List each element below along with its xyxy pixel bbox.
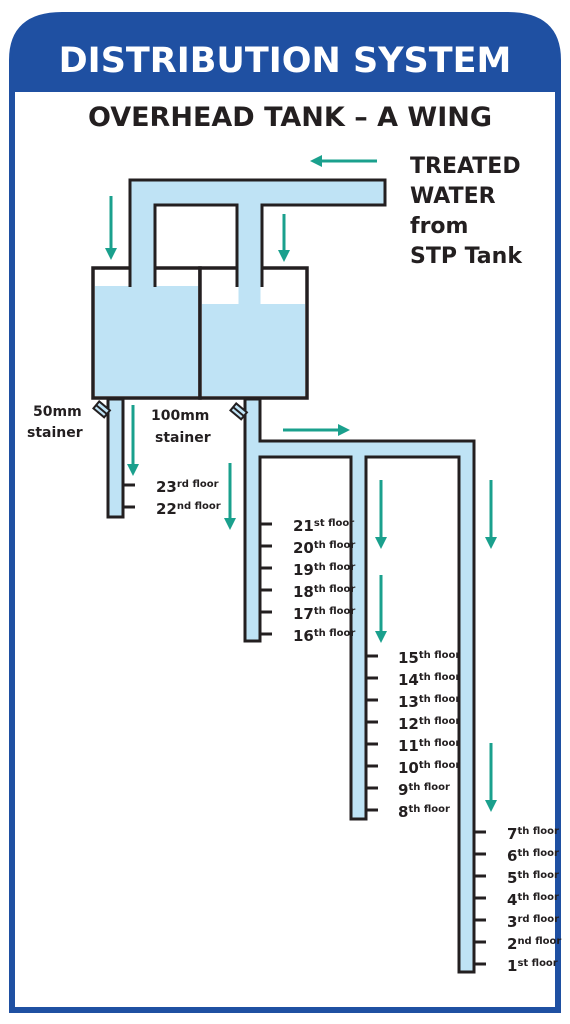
- floor-label: 23rd floor: [156, 478, 219, 496]
- floor-label: 14th floor: [398, 671, 460, 689]
- floor-label: 2nd floor: [507, 935, 561, 953]
- floor-number: 6: [507, 847, 517, 865]
- floor-suffix: th floor: [517, 870, 559, 881]
- strainer-100mm-size: 100mm: [151, 408, 209, 424]
- floor-label: 9th floor: [398, 781, 450, 799]
- source-label-line-1: TREATED: [410, 154, 521, 179]
- floor-number: 8: [398, 803, 408, 821]
- floor-number: 16: [293, 627, 314, 645]
- floor-label: 3rd floor: [507, 913, 559, 931]
- floor-suffix: th floor: [419, 738, 461, 749]
- floor-suffix: th floor: [314, 562, 356, 573]
- floor-label: 18th floor: [293, 583, 355, 601]
- floor-suffix: th floor: [419, 694, 461, 705]
- floor-number: 5: [507, 869, 517, 887]
- floor-suffix: th floor: [517, 892, 559, 903]
- floor-label: 15th floor: [398, 649, 460, 667]
- floor-suffix: st floor: [314, 518, 354, 529]
- floor-suffix: th floor: [314, 540, 356, 551]
- floor-label: 20th floor: [293, 539, 355, 557]
- floor-suffix: th floor: [314, 606, 356, 617]
- strainer-50mm-size: 50mm: [33, 404, 82, 420]
- floor-number: 12: [398, 715, 419, 733]
- floor-suffix: th floor: [517, 848, 559, 859]
- strainer-50mm-icon: [92, 400, 112, 419]
- floor-label: 19th floor: [293, 561, 355, 579]
- floor-suffix: th floor: [419, 672, 461, 683]
- floor-number: 22: [156, 500, 177, 518]
- main-distribution-pipe: [243, 397, 476, 974]
- inlet-pipe: [128, 178, 387, 287]
- floor-label: 8th floor: [398, 803, 450, 821]
- floor-suffix: th floor: [408, 804, 450, 815]
- floor-number: 2: [507, 935, 517, 953]
- strainer-100mm-icon: [229, 402, 249, 421]
- floor-suffix: rd floor: [177, 479, 219, 490]
- floor-suffix: th floor: [314, 628, 356, 639]
- floor-suffix: th floor: [517, 826, 559, 837]
- floor-label: 12th floor: [398, 715, 460, 733]
- diagram-subtitle: OVERHEAD TANK – A WING: [88, 102, 492, 133]
- floor-label: 13th floor: [398, 693, 460, 711]
- source-label-line-3: from: [410, 214, 468, 239]
- inlet-drop-left: [131, 260, 154, 288]
- floor-label: 21st floor: [293, 517, 354, 535]
- floor-number: 9: [398, 781, 408, 799]
- floor-number: 20: [293, 539, 314, 557]
- floor-label: 4th floor: [507, 891, 559, 909]
- floor-number: 3: [507, 913, 517, 931]
- source-label-line-4: STP Tank: [410, 244, 523, 269]
- floor-number: 15: [398, 649, 419, 667]
- floor-number: 1: [507, 957, 517, 975]
- floor-label: 6th floor: [507, 847, 559, 865]
- floor-number: 21: [293, 517, 314, 535]
- floor-label: 11th floor: [398, 737, 460, 755]
- floor-suffix: nd floor: [517, 936, 561, 947]
- tank-left-water: [95, 286, 198, 396]
- floor-number: 4: [507, 891, 517, 909]
- source-label-line-2: WATER: [410, 184, 496, 209]
- floor-label: 5th floor: [507, 869, 559, 887]
- floor-number: 23: [156, 478, 177, 496]
- floor-number: 7: [507, 825, 517, 843]
- floor-suffix: th floor: [419, 760, 461, 771]
- header-banner: [12, 15, 558, 92]
- floor-number: 13: [398, 693, 419, 711]
- floor-number: 19: [293, 561, 314, 579]
- tank-right-water: [202, 304, 305, 396]
- floor-label: 22nd floor: [156, 500, 221, 518]
- floor-suffix: th floor: [314, 584, 356, 595]
- header-title: DISTRIBUTION SYSTEM: [59, 41, 512, 81]
- floor-number: 18: [293, 583, 314, 601]
- floor-suffix: rd floor: [517, 914, 559, 925]
- floor-suffix: st floor: [517, 958, 557, 969]
- floor-number: 10: [398, 759, 419, 777]
- floor-suffix: th floor: [419, 716, 461, 727]
- floor-number: 11: [398, 737, 419, 755]
- floor-number: 17: [293, 605, 314, 623]
- floor-number: 14: [398, 671, 419, 689]
- floor-label: 7th floor: [507, 825, 559, 843]
- strainer-50mm-label: stainer: [27, 425, 83, 441]
- floor-label: 17th floor: [293, 605, 355, 623]
- floor-label: 16th floor: [293, 627, 355, 645]
- floor-suffix: th floor: [408, 782, 450, 793]
- branch-1-pipe: [106, 397, 125, 519]
- floor-suffix: th floor: [419, 650, 461, 661]
- floor-suffix: nd floor: [177, 501, 221, 512]
- floor-label: 1st floor: [507, 957, 558, 975]
- strainer-100mm-label: stainer: [155, 430, 211, 446]
- inlet-drop-right: [238, 260, 261, 306]
- floor-label: 10th floor: [398, 759, 460, 777]
